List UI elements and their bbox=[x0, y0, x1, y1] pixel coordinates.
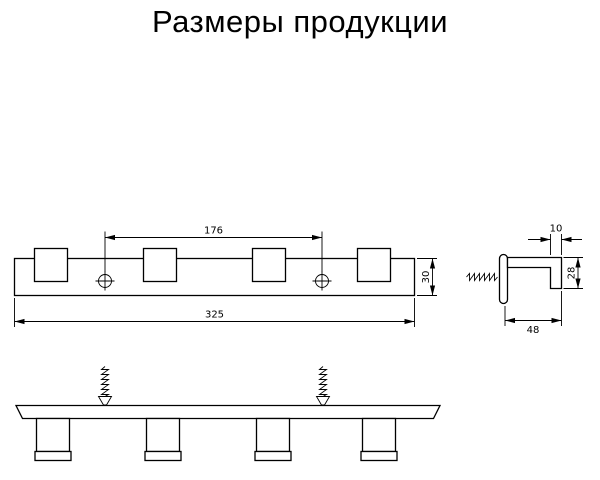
page-title: Размеры продукции bbox=[151, 4, 449, 39]
bracket-profile bbox=[506, 256, 563, 290]
front-view: 176 325 30 bbox=[13, 226, 437, 327]
hanging-hook-1 bbox=[34, 417, 72, 462]
hanging-hook-2 bbox=[144, 417, 182, 462]
dimension-total-length: 325 bbox=[14, 298, 415, 327]
installation-view bbox=[14, 366, 442, 462]
side-view: 10 28 48 bbox=[466, 224, 583, 336]
hook-2 bbox=[142, 247, 178, 283]
dim-label-hook-drop: 28 bbox=[567, 267, 578, 280]
screw-hole-icon bbox=[95, 271, 115, 291]
dim-label-rail-height: 30 bbox=[421, 271, 432, 284]
dimension-depth: 48 bbox=[504, 291, 562, 336]
screw-icon bbox=[315, 366, 331, 406]
screw-icon bbox=[466, 272, 498, 282]
rail-outline bbox=[13, 257, 416, 297]
hook-3 bbox=[251, 247, 287, 283]
dim-label-total-length: 325 bbox=[205, 310, 224, 321]
dimension-rail-height: 30 bbox=[417, 258, 437, 296]
dimension-screw-spacing: 176 bbox=[104, 226, 323, 272]
dim-label-depth: 48 bbox=[527, 325, 540, 336]
dimension-hook-drop: 28 bbox=[563, 257, 583, 289]
hook-4 bbox=[356, 247, 392, 283]
screw-hole-icon bbox=[312, 271, 332, 291]
hanging-hook-3 bbox=[254, 417, 292, 462]
dim-label-screw-spacing: 176 bbox=[204, 226, 223, 237]
dim-label-hook-thickness: 10 bbox=[550, 224, 563, 235]
screw-icon bbox=[97, 366, 113, 406]
hook-1 bbox=[33, 247, 69, 283]
dimension-hook-thickness: 10 bbox=[528, 224, 582, 255]
rail-front bbox=[14, 404, 442, 420]
wall-plate bbox=[498, 253, 509, 305]
hanging-hook-4 bbox=[360, 417, 398, 462]
